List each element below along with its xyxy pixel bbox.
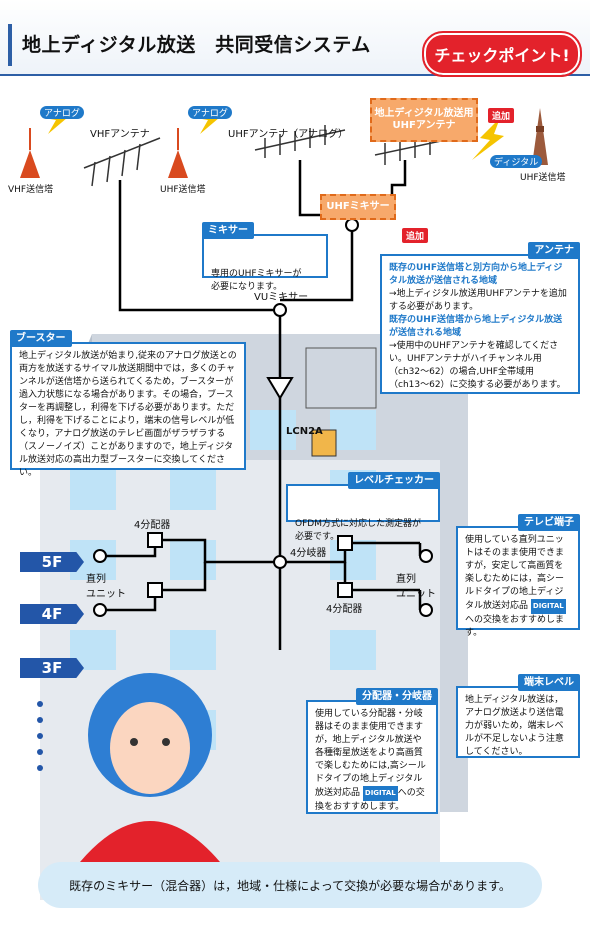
lcn2a-label: LCN2A [286, 426, 323, 437]
building-front [40, 460, 440, 900]
branch4-label: 4分岐器 [290, 548, 327, 559]
lightning-1 [44, 106, 74, 134]
header-accent-bar [8, 24, 12, 66]
analog-badge-1: アナログ [40, 106, 84, 119]
level-checker-text: OFDM方式に対応した測定器が 必要です。 [295, 519, 421, 542]
tv-terminal-text: 使用している直列ユニットはそのまま使用できますが，安定して高画質を楽しむためには… [465, 535, 565, 611]
mixer-tag: ミキサー [202, 222, 254, 239]
mixer-note-text: 専用のUHFミキサーが 必要になります。 [211, 269, 302, 292]
splitter4-bottom-label: 4分配器 [326, 604, 363, 615]
digital-logo-terminal: DIGITAL [530, 599, 566, 614]
splitter-note: 分配器・分岐器 使用している分配器・分岐器はそのまま使用できますが，地上ディジタ… [306, 688, 438, 814]
analog-badge-2: アナログ [188, 106, 232, 119]
woman-illustration [80, 673, 220, 862]
booster-symbol [266, 377, 294, 400]
uhf-mixer-label: UHFミキサー [320, 194, 396, 220]
add-badge-mixer: 追加 [402, 228, 429, 243]
outlet-right-5f [419, 549, 433, 563]
page-title: 地上ディジタル放送 共同受信システム [22, 34, 371, 56]
outlet-left-5f [93, 549, 107, 563]
level-checker-note: レベルチェッカー OFDM方式に対応した測定器が 必要です。 [286, 472, 440, 542]
add-badge-antenna: 追加 [488, 108, 515, 123]
unit-right-label: 直列 ユニット [396, 574, 436, 600]
digital-badge: ディジタル [490, 155, 543, 168]
vu-mixer-node [273, 303, 287, 317]
lightning-2 [196, 106, 226, 134]
lightning-3 [472, 118, 504, 160]
uhf-tower-right-label: UHF送信塔 [520, 173, 566, 183]
floor-continuation-dots [37, 701, 43, 771]
level-checker-device [311, 429, 337, 457]
splitter-tag: 分配器・分岐器 [356, 688, 438, 705]
speech-bubble: 既存のミキサー（混合器）は，地域・仕様によって交換が必要な場合があります。 [38, 862, 542, 908]
splitter-note-text2: への交換をおすすめします。 [315, 788, 425, 812]
vu-mixer-label: VUミキサー [254, 292, 309, 303]
uhf-tower-left [168, 128, 188, 178]
distribution-panel [305, 347, 377, 409]
booster-note: ブースター 地上ディジタル放送が始まり,従来のアナログ放送との両方を放送するサイ… [10, 330, 246, 478]
outlet-left-4f [93, 603, 107, 617]
vhf-tower-label: VHF送信塔 [8, 185, 54, 195]
digital-logo-splitter: DIGITAL [362, 786, 398, 801]
unit-left-label: 直列 ユニット [86, 574, 126, 600]
uhf-antenna-label: UHFアンテナ（アナログ） [228, 129, 348, 140]
uhf-mixer-node [345, 218, 359, 232]
digital-uhf-antenna-label: 地上ディジタル放送用 UHFアンテナ [370, 98, 478, 142]
antenna-note-p4: →使用中のUHFアンテナを確認してください。UHFアンテナがハイチャンネル用（c… [389, 341, 566, 390]
antenna-note-p2: →地上ディジタル放送用UHFアンテナを追加する必要があります。 [389, 289, 567, 312]
splitter4-top-label: 4分配器 [134, 520, 171, 531]
uhf-tower-right [532, 108, 548, 165]
splitter-right-top [337, 535, 353, 551]
antenna-tag: アンテナ [528, 242, 580, 259]
uhf-tower-left-label: UHF送信塔 [160, 185, 206, 195]
splitter-note-text: 使用している分配器・分岐器はそのまま使用できますが，地上ディジタル放送や各種衛星… [315, 709, 426, 798]
floor-5f: 5F [20, 552, 84, 572]
mixer-note: ミキサー 専用のUHFミキサーが 必要になります。 [202, 222, 328, 292]
outlet-right-4f [419, 603, 433, 617]
floor-4f: 4F [20, 604, 84, 624]
floor-3f: 3F [20, 658, 84, 678]
terminal-level-text: 地上ディジタル放送は，アナログ放送より送信電力が弱いため，端末レベルが不足しない… [465, 695, 564, 757]
vhf-antenna-label: VHFアンテナ [90, 129, 150, 140]
booster-tag: ブースター [10, 330, 72, 347]
antenna-note: アンテナ 既存のUHF送信塔と別方向から地上ディジタル放送が送信される地域 →地… [380, 242, 580, 394]
splitter-right-bottom [337, 582, 353, 598]
splitter-top [147, 532, 163, 548]
splitter-bottom [147, 582, 163, 598]
tv-terminal-text2: への交換をおすすめします。 [465, 615, 565, 638]
tv-terminal-note: テレビ端子 使用している直列ユニットはそのまま使用できますが，安定して高画質を楽… [456, 514, 580, 638]
booster-note-text: 地上ディジタル放送が始まり,従来のアナログ放送との両方を放送するサイマル放送期間… [19, 351, 237, 478]
uhf-antenna [254, 125, 346, 158]
branch-node [273, 555, 287, 569]
vhf-tower [20, 128, 40, 178]
antenna-note-p1: 既存のUHF送信塔と別方向から地上ディジタル放送が送信される地域 [389, 263, 563, 286]
level-checker-tag: レベルチェッカー [348, 472, 440, 489]
terminal-level-tag: 端末レベル [518, 674, 580, 691]
check-point-badge: チェックポイント! [422, 31, 582, 77]
terminal-level-note: 端末レベル 地上ディジタル放送は，アナログ放送より送信電力が弱いため，端末レベル… [456, 674, 580, 758]
tv-terminal-tag: テレビ端子 [518, 514, 580, 531]
antenna-note-p3: 既存のUHF送信塔から地上ディジタル放送が送信される地域 [389, 315, 563, 338]
vhf-antenna [83, 137, 161, 187]
